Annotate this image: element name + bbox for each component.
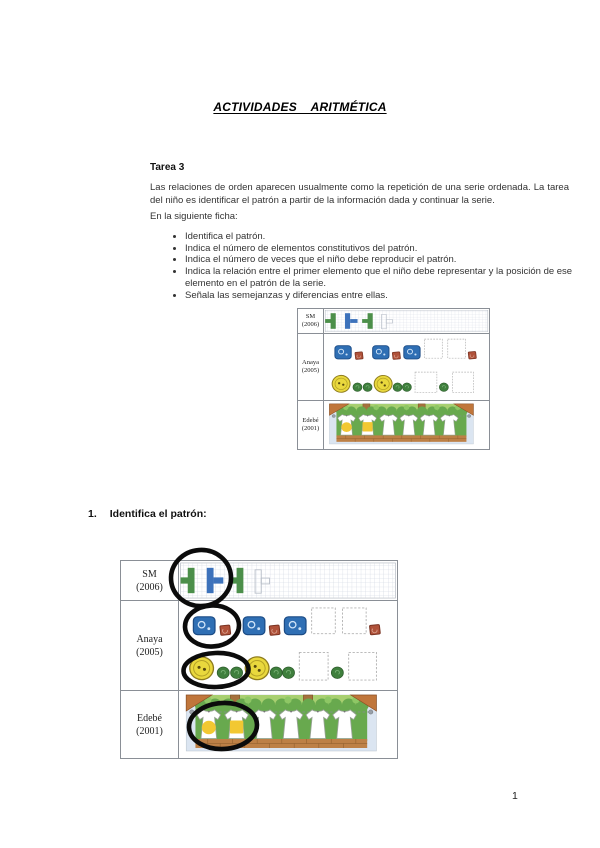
row-label-sm: SM (2006)	[121, 561, 179, 601]
edebe-scene-graphic	[179, 691, 397, 758]
sm-pattern-graphic	[180, 562, 396, 599]
edebe-pattern-cell	[179, 691, 397, 758]
bullet-item: Indica el número de veces que el niño de…	[185, 254, 582, 266]
row-label-anaya: Anaya (2005)	[121, 601, 179, 691]
edebe-pattern-cell	[324, 401, 489, 449]
edebe-scene-graphic	[324, 401, 489, 449]
document-title: ACTIVIDADES ARITMÉTICA	[0, 98, 600, 116]
tarea-heading: Tarea 3	[150, 162, 185, 173]
sm-pattern-graphic	[324, 309, 489, 333]
bullet-item: Indica la relación entre el primer eleme…	[185, 266, 582, 289]
tarea-intro-paragraph: Las relaciones de orden aparecen usualme…	[150, 182, 569, 206]
bullet-item: Señala las semejanzas y diferencias entr…	[185, 290, 582, 302]
row-label-edebe: Edebé (2001)	[121, 691, 179, 758]
ficha-bullet-list: Identifica el patrón. Indica el número d…	[168, 231, 582, 301]
row-label-anaya: Anaya (2005)	[298, 334, 324, 401]
anaya-pattern-graphic	[324, 334, 489, 400]
anaya-pattern-cell	[324, 334, 489, 401]
pattern-table-large: SM (2006) Anaya (2005) Edebé (2001)	[120, 547, 398, 759]
pattern-table-small: SM (2006) Anaya (2005) Edebé (2001)	[297, 308, 490, 450]
page-number: 1	[512, 790, 518, 802]
row-label-edebe: Edebé (2001)	[298, 401, 324, 449]
document-title-text: ACTIVIDADES ARITMÉTICA	[213, 100, 387, 114]
bullet-item: Identifica el patrón.	[185, 231, 582, 243]
sm-pattern-cell	[324, 309, 489, 334]
exercise-number: 1.	[88, 508, 97, 520]
row-label-sm: SM (2006)	[298, 309, 324, 334]
ficha-intro-text: En la siguiente ficha:	[150, 211, 238, 222]
anaya-pattern-cell	[179, 601, 397, 691]
exercise-title: Identifica el patrón:	[109, 508, 207, 520]
bullet-item: Indica el número de elementos constituti…	[185, 243, 582, 255]
anaya-pattern-graphic	[179, 601, 397, 690]
sm-pattern-cell	[179, 561, 397, 601]
exercise-heading: 1. Identifica el patrón:	[88, 508, 207, 520]
